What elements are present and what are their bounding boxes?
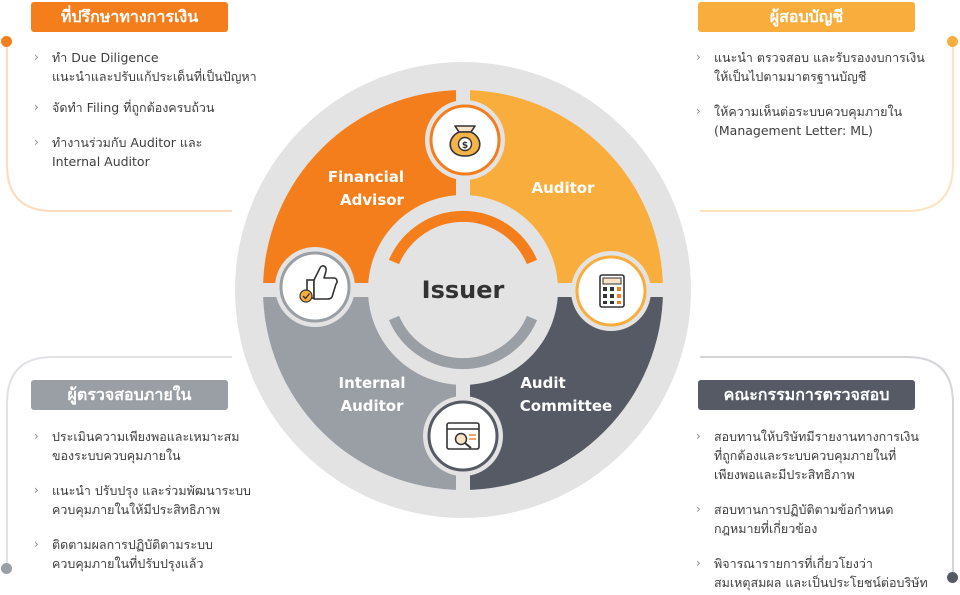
magnifier-document-icon — [423, 396, 503, 476]
list-item: ›ทำงานร่วมกับ Auditor และ Internal Audit… — [34, 135, 203, 169]
chevron-right-icon: › — [696, 502, 701, 516]
chevron-right-icon: › — [696, 104, 701, 118]
calculator-icon — [571, 251, 651, 331]
list-item: ›แนะนำ ปรับปรุง และร่วมพัฒนาระบบ ควบคุมภ… — [34, 483, 251, 517]
center-label: Issuer — [422, 276, 505, 304]
inner-arc-top — [388, 210, 538, 265]
list-item: ›แนะนำ ตรวจสอบ และรับรองงบการเงิน ให้เป็… — [696, 50, 925, 84]
list-item: ›จัดทำ Filing ที่ถูกต้องครบถ้วน — [34, 100, 215, 115]
list-item: ›ทำ Due Diligence แนะนำและปรับแก้ประเด็น… — [34, 50, 257, 84]
label-internal-auditor-line1: Internal — [339, 374, 406, 392]
chevron-right-icon: › — [34, 135, 39, 149]
label-audit-committee-line2: Committee — [520, 397, 612, 415]
chevron-right-icon: › — [34, 50, 39, 64]
list-item: ›สอบทานการปฏิบัติตามข้อกำหนด กฎหมายที่เก… — [696, 502, 894, 536]
label-auditor: Auditor — [531, 179, 595, 197]
list-item: ›สอบทานให้บริษัทมีรายงานทางการเงิน ที่ถู… — [696, 429, 919, 482]
panel-internal-auditor-title: ผู้ตรวจสอบภายใน — [31, 380, 228, 410]
list-item: ›ให้ความเห็นต่อระบบควบคุมภายใน (Manageme… — [696, 104, 903, 138]
panel-financial-advisor-list: ›ทำ Due Diligence แนะนำและปรับแก้ประเด็น… — [34, 48, 264, 171]
frame-dot-top-right — [947, 36, 958, 47]
label-financial-advisor-line2: Advisor — [340, 191, 404, 209]
chevron-right-icon: › — [696, 50, 701, 64]
frame-dot-top-left — [1, 36, 12, 47]
inner-arc-bottom — [388, 315, 538, 370]
money-bag-icon: $ — [425, 100, 505, 180]
panel-internal-auditor-list: ›ประเมินความเพียงพอและเหมาะสม ของระบบควบ… — [34, 427, 264, 573]
frame-dot-bottom-right — [947, 572, 958, 583]
panel-auditor-list: ›แนะนำ ตรวจสอบ และรับรองงบการเงิน ให้เป็… — [696, 48, 946, 140]
label-internal-auditor-line2: Auditor — [340, 397, 404, 415]
chevron-right-icon: › — [34, 429, 39, 443]
thumbs-up-check-icon — [275, 247, 355, 327]
chevron-right-icon: › — [34, 537, 39, 551]
frame-dot-bottom-left — [1, 563, 12, 574]
panel-auditor-title: ผู้สอบบัญชี — [698, 2, 915, 32]
panel-financial-advisor-title: ที่ปรึกษาทางการเงิน — [31, 2, 228, 32]
list-item: ›ประเมินความเพียงพอและเหมาะสม ของระบบควบ… — [34, 429, 240, 463]
svg-text:$: $ — [462, 141, 468, 151]
list-item: ›พิจารณารายการที่เกี่ยวโยงว่า สมเหตุสมผล… — [696, 556, 928, 590]
chevron-right-icon: › — [34, 100, 39, 114]
label-audit-committee-line1: Audit — [520, 374, 565, 392]
panel-audit-committee-list: ›สอบทานให้บริษัทมีรายงานทางการเงิน ที่ถู… — [696, 427, 951, 592]
inner-center — [401, 228, 525, 352]
label-financial-advisor-line1: Financial — [328, 168, 404, 186]
panel-audit-committee-title: คณะกรรมการตรวจสอบ — [698, 380, 915, 410]
chevron-right-icon: › — [696, 556, 701, 570]
list-item: ›ติดตามผลการปฏิบัติตามระบบ ควบคุมภายในที… — [34, 537, 213, 571]
chevron-right-icon: › — [34, 483, 39, 497]
chevron-right-icon: › — [696, 429, 701, 443]
